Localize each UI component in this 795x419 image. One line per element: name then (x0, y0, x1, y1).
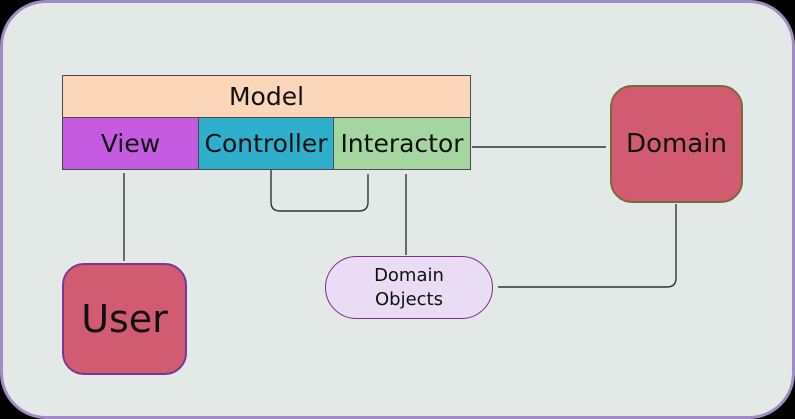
node-view: View (62, 117, 199, 170)
node-domain-objects: Domain Objects (325, 256, 493, 319)
node-domain: Domain (610, 85, 743, 203)
node-interactor: Interactor (333, 117, 471, 170)
node-controller: Controller (198, 117, 334, 170)
arrow-domain-to-domain-objects (498, 204, 677, 288)
arrow-controller-to-interactor (270, 170, 369, 212)
node-model: Model (62, 75, 471, 118)
node-user: User (62, 263, 187, 375)
